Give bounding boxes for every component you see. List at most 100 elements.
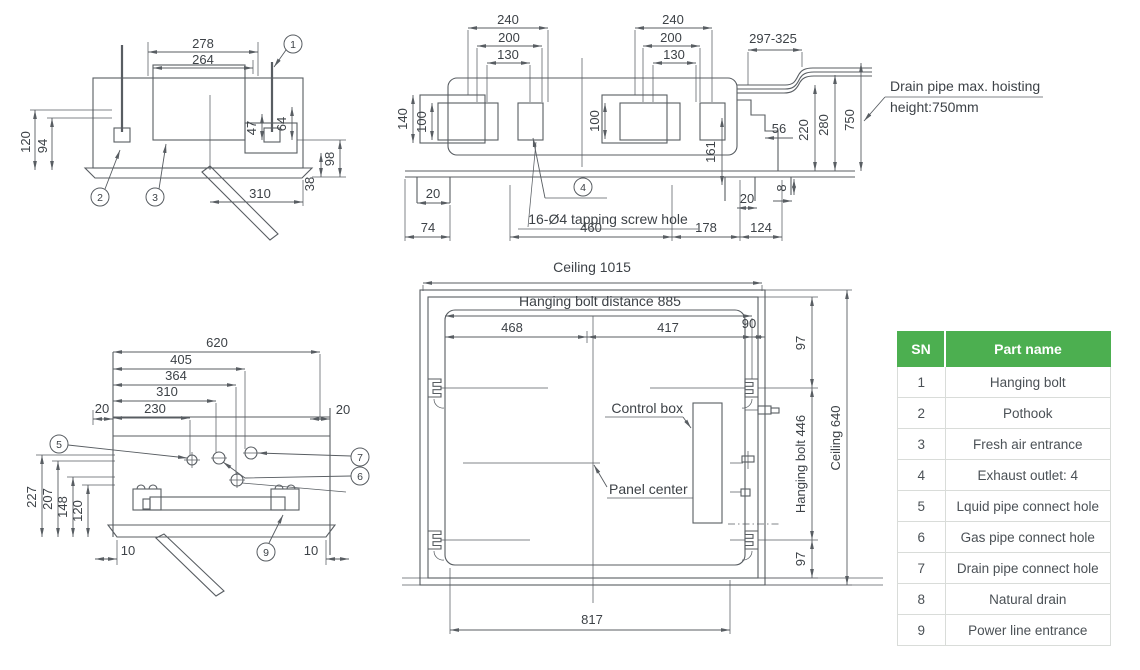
- cell-sn: 7: [897, 552, 946, 584]
- cell-sn: 5: [897, 490, 946, 522]
- unit-outline: [405, 58, 872, 203]
- panel-center-label: Panel center: [609, 481, 688, 497]
- dim-38: 38: [302, 177, 317, 191]
- cell-sn: 8: [897, 583, 946, 615]
- dim-47: 47: [244, 121, 259, 135]
- balloon-4-label: 4: [580, 182, 586, 194]
- dim-20-right: 20: [740, 191, 754, 206]
- dim-161: 161: [703, 141, 718, 163]
- dim-98: 98: [322, 152, 337, 166]
- dim-hanging-bolt-446: Hanging bolt 446: [793, 415, 808, 513]
- cell-sn: 2: [897, 397, 946, 429]
- dim-64: 64: [274, 117, 289, 131]
- dim-90: 90: [742, 316, 756, 331]
- exhaust-outlet-group-b: [601, 94, 668, 144]
- unit-outline: [106, 352, 347, 597]
- cell-part-name: Lquid pipe connect hole: [944, 490, 1111, 522]
- dim-417: 417: [657, 320, 679, 335]
- control-box: [692, 402, 723, 524]
- dim-74: 74: [421, 220, 435, 235]
- plan-view: Ceiling 1015 Hanging bolt distance 885 4…: [402, 259, 883, 634]
- table-header-row: SN Part name: [897, 331, 1111, 367]
- side-view-left: 278 264 120 94 47 64 98 38 310: [18, 34, 346, 241]
- drain-callout-line1: Drain pipe max. hoisting: [890, 78, 1040, 94]
- balloon-9-label: 9: [263, 547, 269, 559]
- balloon-7: [350, 447, 370, 467]
- dim-264: 264: [192, 52, 214, 67]
- cell-part-name: Power line entrance: [944, 614, 1111, 646]
- dim-240-a: 240: [497, 12, 519, 27]
- dim-460: 460: [580, 220, 602, 235]
- balloons: 5 7 6 9: [49, 434, 370, 562]
- pothook-left: [113, 127, 131, 143]
- labels: Control box Panel center: [593, 400, 693, 499]
- exhaust-outlet-group-a: [419, 94, 486, 144]
- cell-sn: 6: [897, 521, 946, 553]
- pipe-connect-holes: [184, 446, 259, 488]
- dim-227: 227: [24, 486, 39, 508]
- tapping-screw-note: 16-Ø4 tapping screw hole: [528, 211, 688, 227]
- dim-ceiling-640: Ceiling 640: [828, 405, 843, 470]
- dimensions: 278 264 120 94 47 64 98 38 310: [18, 36, 346, 206]
- cell-part-name: Gas pipe connect hole: [944, 521, 1111, 553]
- cell-part-name: Hanging bolt: [944, 366, 1111, 398]
- col-header-sn: SN: [897, 331, 946, 367]
- side-view-bottom: 620 405 364 310 230 20 20 227 207: [24, 335, 370, 597]
- balloon-9: [256, 542, 276, 562]
- dim-100-b: 100: [587, 110, 602, 132]
- dim-130-a: 130: [497, 47, 519, 62]
- cell-sn: 3: [897, 428, 946, 460]
- dim-468: 468: [501, 320, 523, 335]
- dim-100-a: 100: [414, 111, 429, 133]
- hanging-bolt-brackets: [428, 378, 818, 561]
- dim-124: 124: [750, 220, 772, 235]
- cell-part-name: Pothook: [944, 397, 1111, 429]
- dim-310: 310: [156, 384, 178, 399]
- dim-310: 310: [249, 186, 271, 201]
- balloon-1-label: 1: [290, 39, 296, 51]
- ceiling-opening: [419, 289, 766, 586]
- cell-sn: 4: [897, 459, 946, 491]
- balloon-4: [573, 177, 593, 197]
- balloon-3-label: 3: [152, 192, 158, 204]
- dim-280: 280: [816, 114, 831, 136]
- dimensions: 240 200 130 240 200 130 297-325: [395, 12, 863, 241]
- balloon-2: [90, 187, 110, 207]
- dim-364: 364: [165, 368, 187, 383]
- dim-140: 140: [395, 108, 410, 130]
- right-edge-fittings: [728, 405, 780, 525]
- dim-200-a: 200: [498, 30, 520, 45]
- dim-297-325: 297-325: [749, 31, 797, 46]
- unit-outline: [83, 45, 314, 241]
- dim-750: 750: [842, 109, 857, 131]
- cell-sn: 1: [897, 366, 946, 398]
- dim-120: 120: [18, 131, 33, 153]
- drain-pipe: [737, 67, 872, 94]
- dim-97-bottom: 97: [793, 552, 808, 566]
- dim-148: 148: [55, 496, 70, 518]
- annotations: 4 16-Ø4 tapping screw hole Drain pipe ma…: [518, 78, 1043, 230]
- dim-207: 207: [40, 488, 55, 510]
- cell-part-name: Natural drain: [944, 583, 1111, 615]
- dim-817: 817: [581, 612, 603, 627]
- dim-20-right: 20: [336, 402, 350, 417]
- balloon-5: [49, 434, 69, 454]
- balloons: 1 2 3: [90, 34, 303, 207]
- dim-20-left: 20: [95, 401, 109, 416]
- dim-240-b: 240: [662, 12, 684, 27]
- dim-10-left: 10: [121, 543, 135, 558]
- dim-97-top: 97: [793, 336, 808, 350]
- dim-94: 94: [35, 139, 50, 153]
- col-header-part-name: Part name: [944, 331, 1111, 367]
- power-line-band: [201, 165, 279, 241]
- front-view: 240 200 130 240 200 130 297-325: [395, 12, 1043, 241]
- dim-278: 278: [192, 36, 214, 51]
- balloon-7-label: 7: [357, 452, 363, 464]
- dim-620: 620: [206, 335, 228, 350]
